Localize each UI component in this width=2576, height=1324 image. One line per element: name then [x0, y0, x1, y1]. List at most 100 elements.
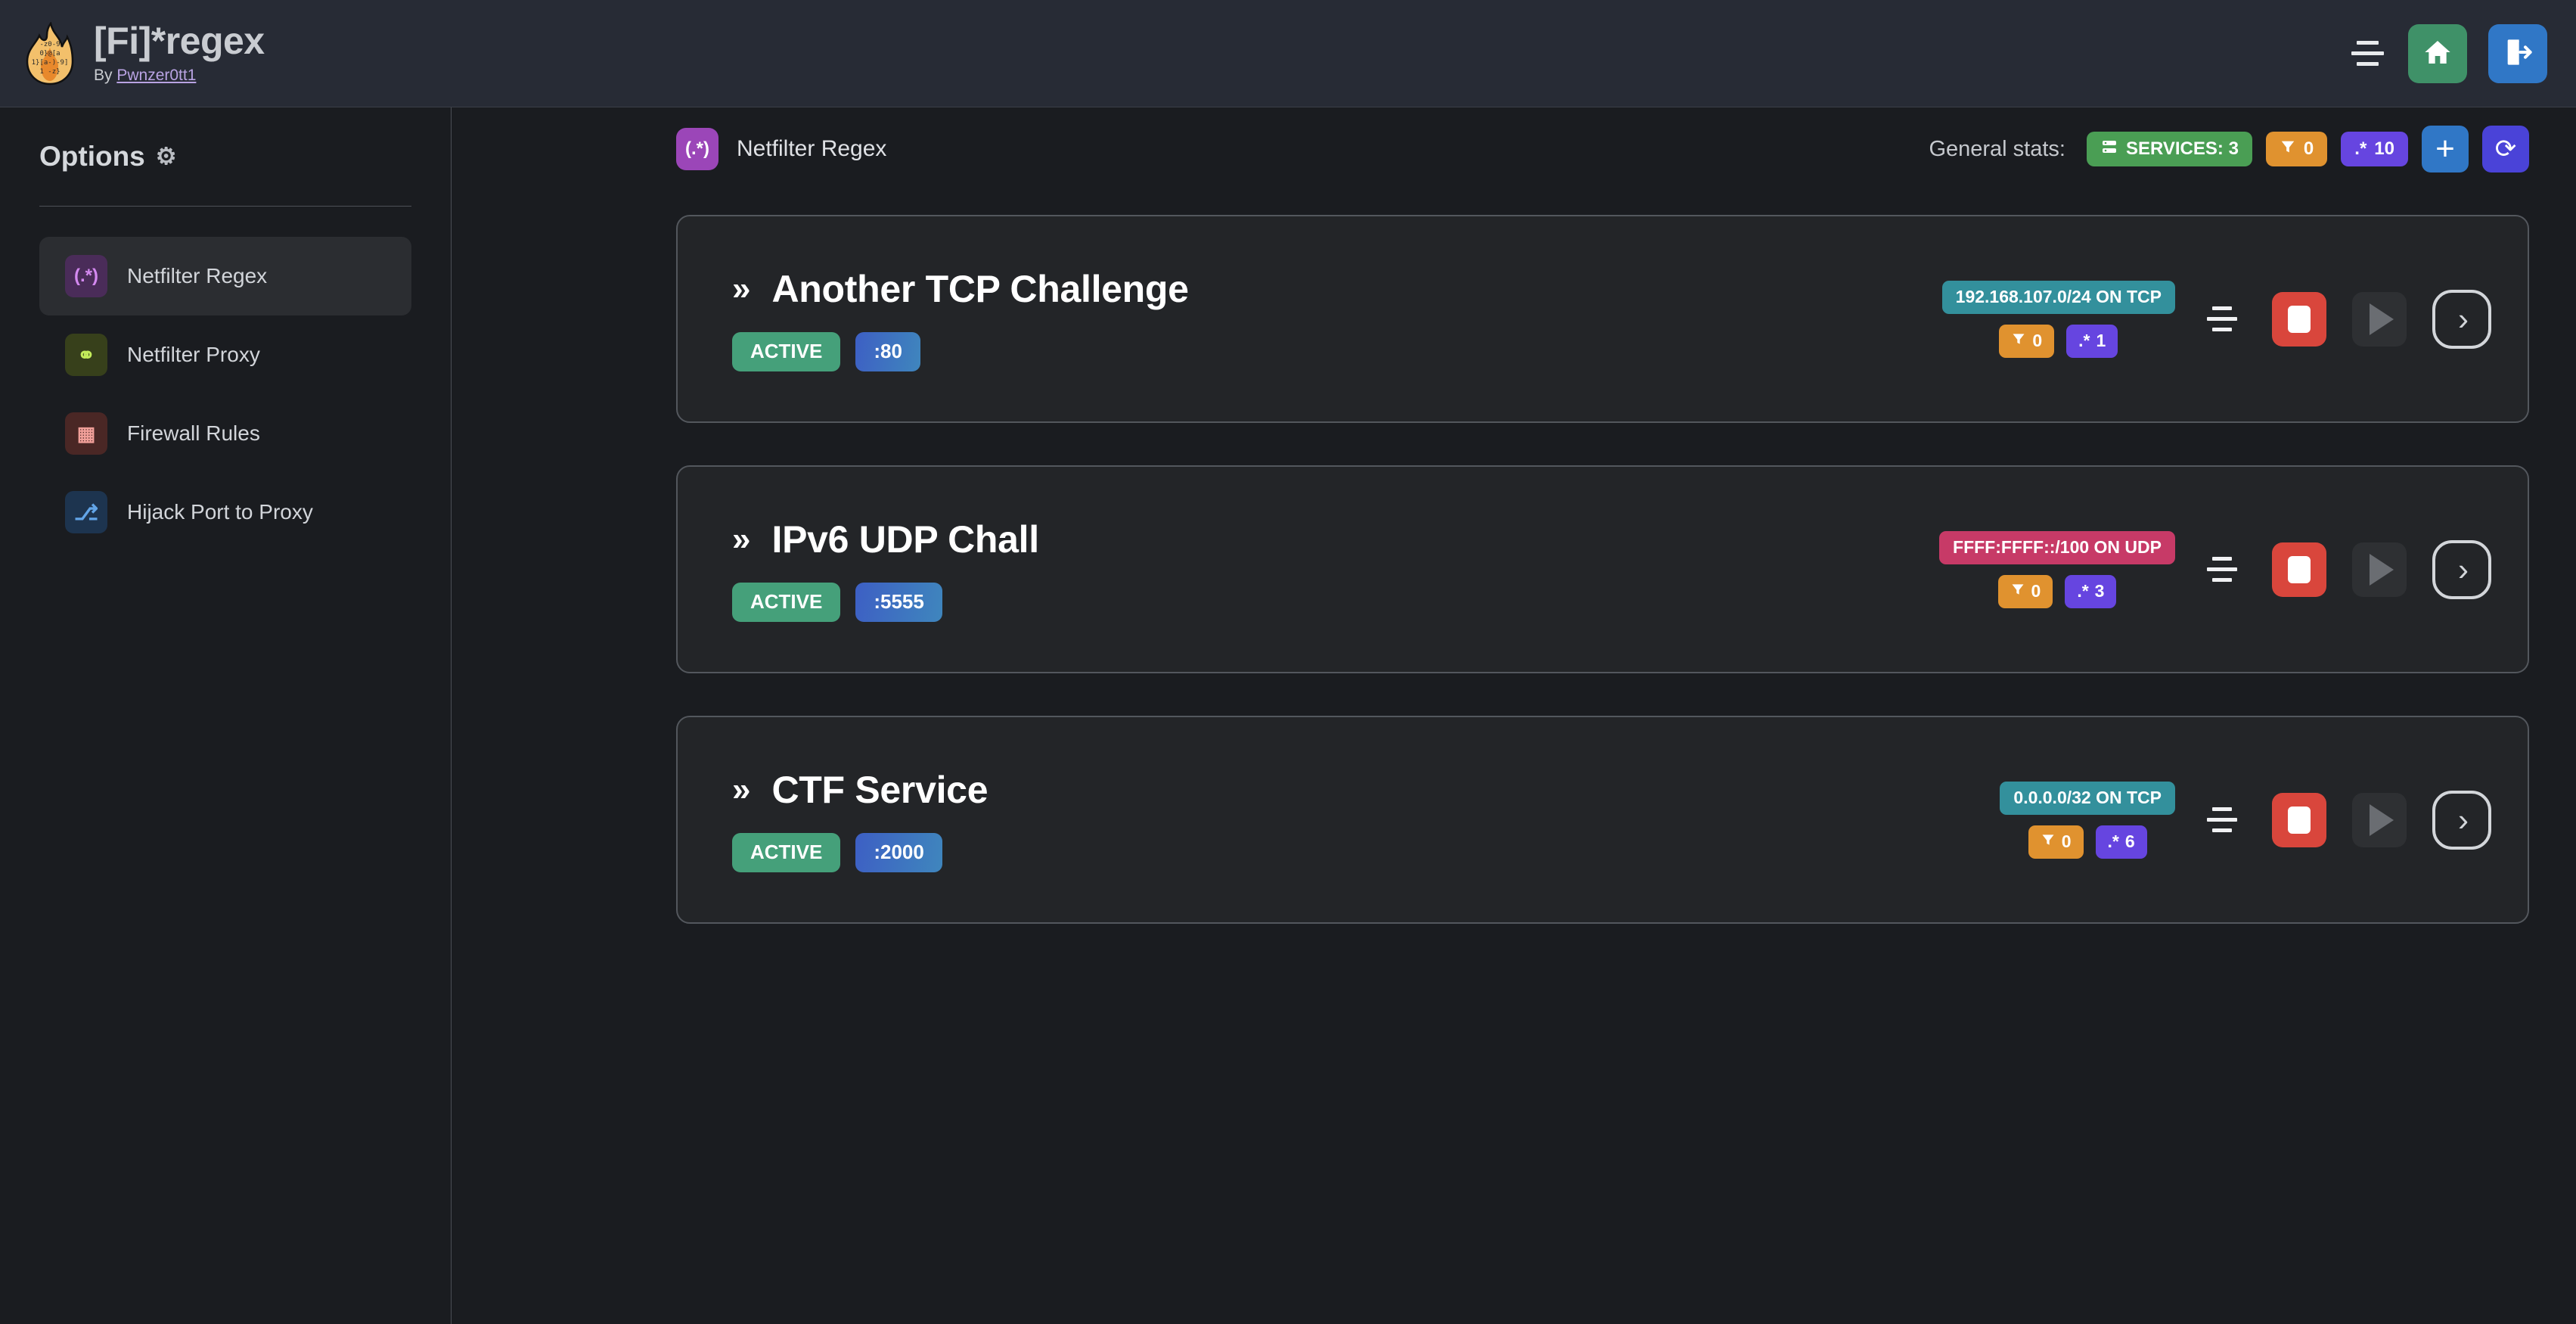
- open-service-button[interactable]: ›: [2432, 289, 2491, 349]
- stop-icon: [2288, 305, 2311, 333]
- sidebar-divider: [39, 206, 411, 207]
- svg-text:1}[a-)-9]: 1}[a-)-9]: [32, 59, 69, 67]
- filters-count: 0: [2031, 581, 2041, 601]
- filters-badge: 0: [1997, 574, 2053, 608]
- service-menu-icon[interactable]: [2201, 807, 2243, 832]
- page-title: Netfilter Regex: [737, 136, 887, 161]
- regex-icon: .*: [2077, 581, 2089, 601]
- sidebar-heading-label: Options: [39, 141, 145, 172]
- hamburger-menu-icon[interactable]: [2348, 39, 2387, 69]
- page-regex-icon: (.*): [676, 128, 718, 170]
- regex-icon: .*: [2078, 331, 2090, 350]
- home-button[interactable]: [2408, 23, 2467, 83]
- stat-filters-badge[interactable]: 0: [2265, 132, 2328, 166]
- brick-wall-icon: ▦: [65, 412, 107, 455]
- filters-badge: 0: [2028, 825, 2084, 859]
- start-button[interactable]: [2352, 542, 2407, 597]
- status-badge: ACTIVE: [732, 832, 841, 872]
- refresh-icon: ⟳: [2494, 135, 2517, 163]
- network-badge: 0.0.0.0/32 ON TCP: [2000, 781, 2175, 815]
- flame-regex-logo: -z0-9 0}@[a 1}[a-)-9] 1 -z}: [26, 20, 74, 85]
- sidebar-item-netfilter-regex[interactable]: (.*) Netfilter Regex: [39, 237, 411, 315]
- sidebar-item-label: Hijack Port to Proxy: [127, 500, 313, 524]
- funnel-icon: [2010, 581, 2025, 601]
- chevron-right-icon: ›: [2458, 551, 2469, 587]
- service-actions: FFFF:FFFF::/100 ON UDP 0 .* 3: [1939, 530, 2491, 608]
- regex-icon: .*: [2354, 138, 2367, 159]
- service-meta: 0.0.0.0/32 ON TCP 0 .* 6: [2000, 781, 2175, 859]
- stat-regexes-value: 10: [2374, 138, 2394, 159]
- service-card[interactable]: » CTF Service ACTIVE :2000 0.0.0.0/32 ON…: [676, 716, 2529, 924]
- service-chevron-icon: »: [732, 269, 751, 307]
- brand: -z0-9 0}@[a 1}[a-)-9] 1 -z} [Fi]*regex B…: [0, 20, 265, 85]
- sidebar-item-firewall-rules[interactable]: ▦ Firewall Rules: [39, 394, 411, 473]
- sidebar-item-netfilter-proxy[interactable]: ⚭ Netfilter Proxy: [39, 315, 411, 394]
- funnel-icon: [2041, 831, 2056, 852]
- author-link[interactable]: Pwnzer0tt1: [116, 67, 197, 84]
- main-header: (.*) Netfilter Regex General stats: SERV…: [452, 107, 2576, 191]
- regexes-badge: .* 1: [2066, 324, 2118, 358]
- port-badge: :2000: [855, 832, 942, 872]
- port-badge: :80: [855, 331, 920, 371]
- sidebar-item-hijack-port-to-proxy[interactable]: ⎇ Hijack Port to Proxy: [39, 473, 411, 552]
- stop-icon: [2288, 806, 2311, 834]
- stat-services-value: SERVICES: 3: [2125, 138, 2239, 159]
- chevron-right-icon: ›: [2458, 801, 2469, 838]
- app-author-line: By Pwnzer0tt1: [94, 67, 265, 85]
- funnel-icon: [2280, 138, 2296, 160]
- play-icon: [2370, 303, 2394, 335]
- logout-icon: [2503, 37, 2533, 70]
- start-button[interactable]: [2352, 792, 2407, 847]
- service-card[interactable]: » IPv6 UDP Chall ACTIVE :5555 FFFF:FFFF:…: [676, 465, 2529, 673]
- service-list: » Another TCP Challenge ACTIVE :80 192.1…: [452, 191, 2576, 924]
- logout-button[interactable]: [2488, 23, 2547, 83]
- service-actions: 192.168.107.0/24 ON TCP 0 .* 1: [1941, 280, 2491, 358]
- regexes-count: 1: [2096, 331, 2106, 350]
- header-actions: [2348, 23, 2576, 83]
- regexes-badge: .* 3: [2065, 574, 2117, 608]
- stop-button[interactable]: [2272, 291, 2326, 347]
- regexes-count: 3: [2094, 581, 2105, 601]
- stop-button[interactable]: [2272, 792, 2326, 847]
- filters-count: 0: [2061, 831, 2072, 851]
- stop-button[interactable]: [2272, 542, 2326, 597]
- by-prefix: By: [94, 67, 117, 84]
- service-menu-icon[interactable]: [2201, 306, 2243, 331]
- regexes-count: 6: [2124, 831, 2135, 851]
- status-badge: ACTIVE: [732, 582, 841, 622]
- status-badge: ACTIVE: [732, 331, 841, 371]
- regex-icon: .*: [2107, 831, 2119, 851]
- app-title: [Fi]*regex: [94, 20, 265, 62]
- service-name: CTF Service: [771, 768, 989, 811]
- open-service-button[interactable]: ›: [2432, 539, 2491, 599]
- network-badge: FFFF:FFFF::/100 ON UDP: [1939, 530, 2175, 564]
- service-card[interactable]: » Another TCP Challenge ACTIVE :80 192.1…: [676, 215, 2529, 423]
- open-service-button[interactable]: ›: [2432, 790, 2491, 850]
- filters-count: 0: [2032, 331, 2043, 350]
- proxy-plug-icon: ⚭: [65, 334, 107, 376]
- sidebar-heading: Options ⚙: [39, 107, 411, 172]
- sidebar-item-label: Netfilter Regex: [127, 264, 268, 287]
- regex-icon: (.*): [65, 255, 107, 297]
- stat-regexes-badge[interactable]: .* 10: [2341, 132, 2408, 166]
- service-name: IPv6 UDP Chall: [771, 517, 1039, 561]
- refresh-button[interactable]: ⟳: [2482, 126, 2529, 172]
- service-info: » Another TCP Challenge ACTIVE :80: [732, 267, 1189, 371]
- sidebar: Options ⚙ (.*) Netfilter Regex ⚭ Netfilt…: [0, 107, 452, 1324]
- play-icon: [2370, 553, 2394, 586]
- start-button[interactable]: [2352, 291, 2407, 347]
- play-icon: [2370, 803, 2394, 836]
- service-meta: FFFF:FFFF::/100 ON UDP 0 .* 3: [1939, 530, 2175, 608]
- plus-icon: +: [2435, 129, 2455, 167]
- service-menu-icon[interactable]: [2201, 557, 2243, 582]
- sidebar-item-label: Netfilter Proxy: [127, 343, 260, 366]
- app-header: -z0-9 0}@[a 1}[a-)-9] 1 -z} [Fi]*regex B…: [0, 0, 2576, 107]
- port-badge: :5555: [855, 582, 942, 622]
- service-chevron-icon: »: [732, 520, 751, 558]
- stop-icon: [2288, 555, 2311, 583]
- svg-text:0}@[a: 0}@[a: [39, 50, 60, 57]
- service-actions: 0.0.0.0/32 ON TCP 0 .* 6: [2000, 781, 2491, 859]
- add-service-button[interactable]: +: [2422, 126, 2469, 172]
- sidebar-item-label: Firewall Rules: [127, 421, 260, 445]
- stat-services-badge[interactable]: SERVICES: 3: [2086, 132, 2252, 166]
